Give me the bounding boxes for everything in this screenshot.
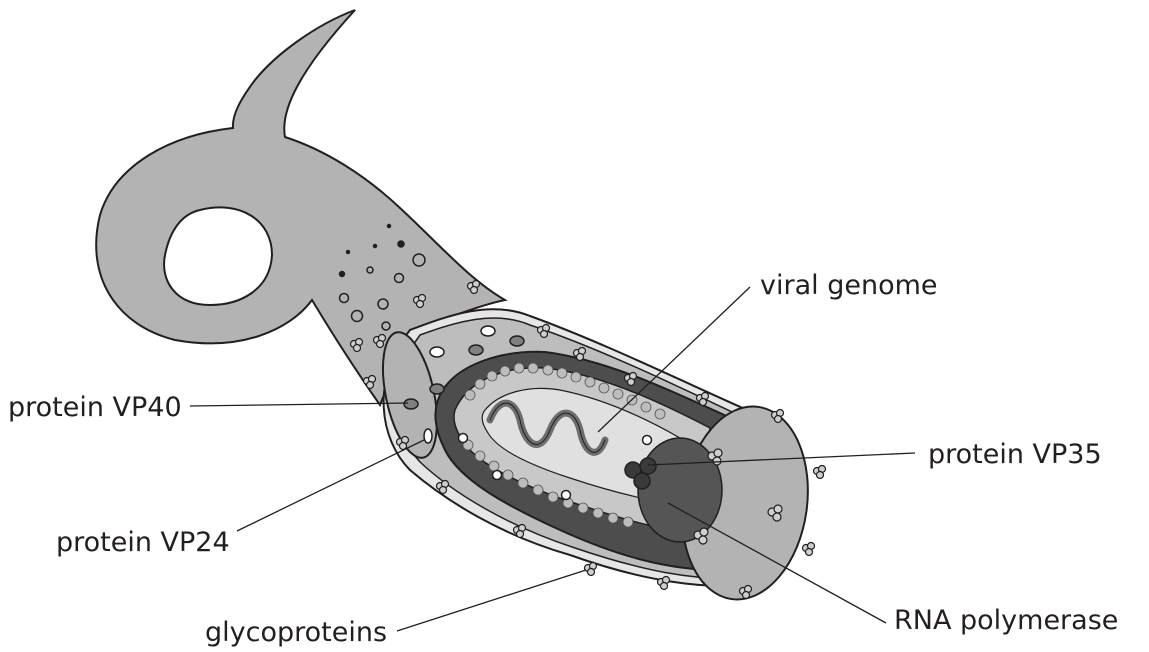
leader-glycoproteins (397, 570, 586, 631)
label-protein-vp24: protein VP24 (56, 527, 230, 558)
label-rna-polymerase: RNA polymerase (894, 605, 1118, 636)
label-viral-genome: viral genome (760, 270, 938, 301)
leader-protein-vp24 (237, 440, 424, 531)
label-protein-vp40: protein VP40 (8, 392, 182, 423)
leader-protein-vp40 (190, 403, 408, 406)
label-glycoproteins: glycoproteins (205, 617, 387, 648)
label-protein-vp35: protein VP35 (928, 439, 1102, 470)
